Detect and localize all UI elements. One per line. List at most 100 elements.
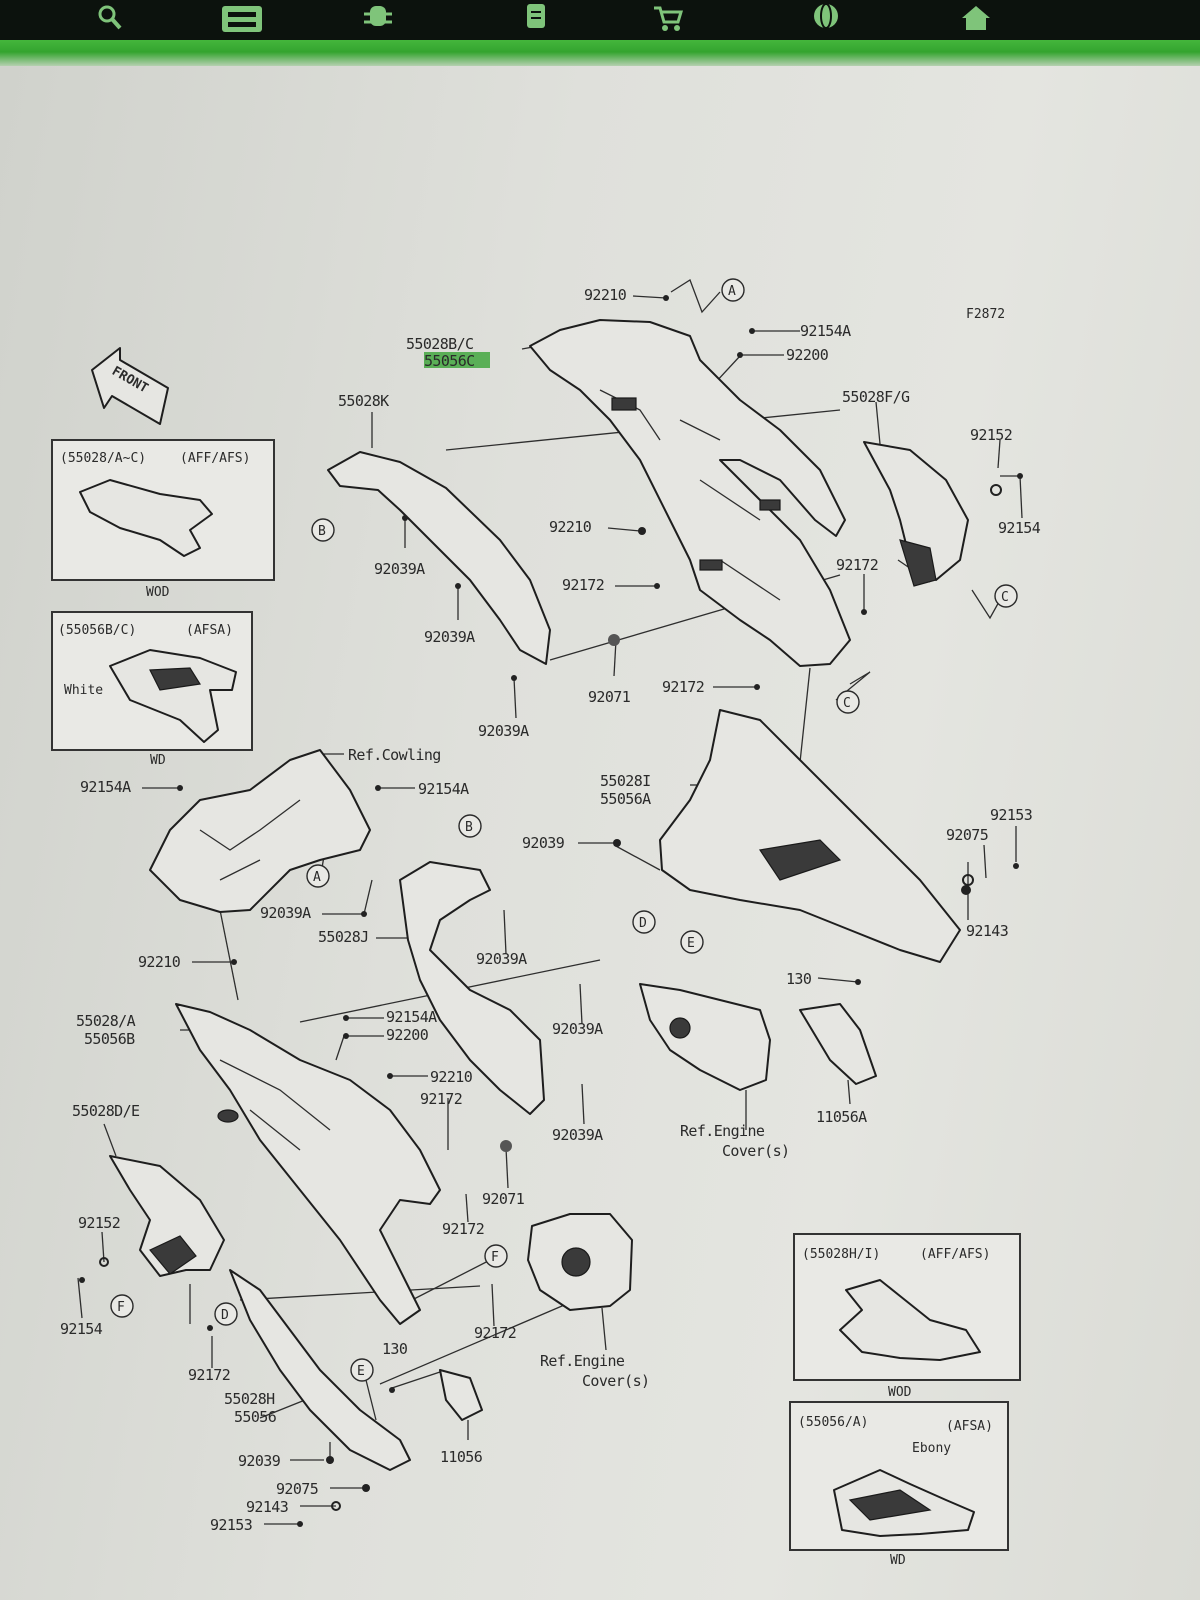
part-number-label: 92200 [786,346,829,364]
callout-e: E [687,936,695,951]
bracket-11056a [799,1003,877,1085]
inset-footer: WD [150,753,166,768]
part-number-label: 92172 [562,576,604,594]
part-number-label: 92172 [836,556,878,574]
side-panel-fg [863,441,969,581]
parts-art [79,295,1023,1527]
bug-icon[interactable] [352,2,404,36]
part-number-label: 92172 [662,678,704,696]
part-number-label: 92172 [420,1090,462,1108]
callout-a: A [313,870,321,885]
inset-footer: WOD [888,1385,912,1400]
bracket-11056 [439,1369,483,1421]
part-number-label: 55056B [84,1030,135,1048]
inset-footer: WD [890,1553,906,1568]
part-number-label: 92200 [386,1026,429,1044]
inset-header-tag: (AFF/AFS) [920,1247,990,1262]
lower-spoiler-h [229,1269,411,1471]
inset-aff-top: (55028/A~C) (AFF/AFS) WOD [51,439,275,600]
inset-note: White [64,683,103,698]
part-number-label: 92210 [584,286,627,304]
part-number-label: 92039A [476,950,527,968]
part-number-label: 92039A [424,628,475,646]
part-number-label: 92152 [78,1214,120,1232]
part-number-label: 55028H [224,1390,275,1408]
inset-note: Ebony [912,1441,951,1456]
part-number-label: 92075 [276,1480,318,1498]
cart-icon[interactable] [642,2,694,36]
part-number-label: 92039A [374,560,425,578]
figure-code: F2872 [966,307,1005,322]
inset-header-tag: (AFSA) [946,1419,993,1434]
inset-header-code: (55056B/C) [58,623,136,638]
part-number-label: 55028F/G [842,388,910,406]
part-number-label: 55028I [600,772,651,790]
callout-f: F [491,1250,499,1265]
search-icon[interactable] [84,2,136,36]
part-labels: F2872 92210 55028B/C 55056C 92154A 92200… [60,286,1041,1534]
part-number-label: 130 [786,970,812,988]
part-number-label: 92143 [966,922,1008,940]
inset-header-tag: (AFF/AFS) [180,451,250,466]
print-icon[interactable] [216,2,268,36]
part-number-label: 92172 [188,1366,230,1384]
callout-f: F [117,1300,125,1315]
part-number-label: 92039A [478,722,529,740]
part-number-label: 55056C [424,352,475,370]
part-number-label: 92154 [60,1320,103,1338]
inset-afsa-bottom: (55056/A) (AFSA) Ebony WD [789,1401,1009,1568]
part-number-label: 11056A [816,1108,867,1126]
ref-engine-label: Ref.Engine [540,1352,625,1370]
part-number-label: 92210 [549,518,592,536]
part-number-label: 92153 [210,1516,252,1534]
callout-c: C [1001,590,1009,605]
part-number-label: 92172 [474,1324,516,1342]
part-number-label: 92039A [552,1020,603,1038]
toolbar [0,0,1200,40]
part-number-label: 92039A [552,1126,603,1144]
exploded-parts-diagram: FRONT (55028/A~C) (AFF/AFS) WOD (55056B/… [51,278,1041,1568]
part-number-label: 92039 [522,834,565,852]
inset-aff-bottom: (55028H/I) (AFF/AFS) WOD [793,1233,1021,1400]
side-panel-de [109,1155,225,1277]
part-number-label: 55056 [234,1408,277,1426]
document-icon[interactable] [510,2,562,36]
part-number-label: 55028B/C [406,335,473,353]
callout-d: D [221,1308,229,1323]
part-number-label: 130 [382,1340,408,1358]
part-number-label: 92210 [138,953,181,971]
callout-e: E [357,1364,365,1379]
ref-engine-label: Ref.Engine [680,1122,765,1140]
callout-b: B [318,524,326,539]
part-number-label: 55028D/E [72,1102,140,1120]
part-number-label: 92039 [238,1452,281,1470]
home-icon[interactable] [950,2,1002,36]
inner-panel-k [327,451,551,665]
cowling-bracket [149,749,371,913]
part-number-label: 92039A [260,904,311,922]
part-number-label: 92075 [946,826,988,844]
part-number-label: 92153 [990,806,1032,824]
part-number-label: 11056 [440,1448,483,1466]
lower-cowl-a [175,1003,441,1325]
parts-diagram-sheet: FRONT (55028/A~C) (AFF/AFS) WOD (55056B/… [0,66,1200,1600]
lower-side-panel-i [659,709,961,963]
accent-bar [0,40,1200,70]
inset-afsa-top: (55056B/C) (AFSA) White WD [51,611,253,768]
engine-cover-ref-1 [639,983,771,1091]
part-number-label: 92143 [246,1498,288,1516]
callout-d: D [639,916,647,931]
part-number-label: 55028K [338,392,389,410]
part-number-label: 55028/A [76,1012,136,1030]
inset-header-code: (55028/A~C) [60,451,146,466]
callout-c: C [843,696,851,711]
callouts: A B C C A B D E F F D E [110,278,1018,1382]
part-number-label: 92154A [80,778,131,796]
part-number-label: 92154A [418,780,469,798]
inset-header-code: (55028H/I) [802,1247,880,1262]
part-number-label: 92154 [998,519,1041,537]
part-number-label: 55028J [318,928,369,946]
inset-header-tag: (AFSA) [186,623,233,638]
ref-engine-label: Cover(s) [722,1142,789,1160]
globe-icon[interactable] [800,2,852,36]
